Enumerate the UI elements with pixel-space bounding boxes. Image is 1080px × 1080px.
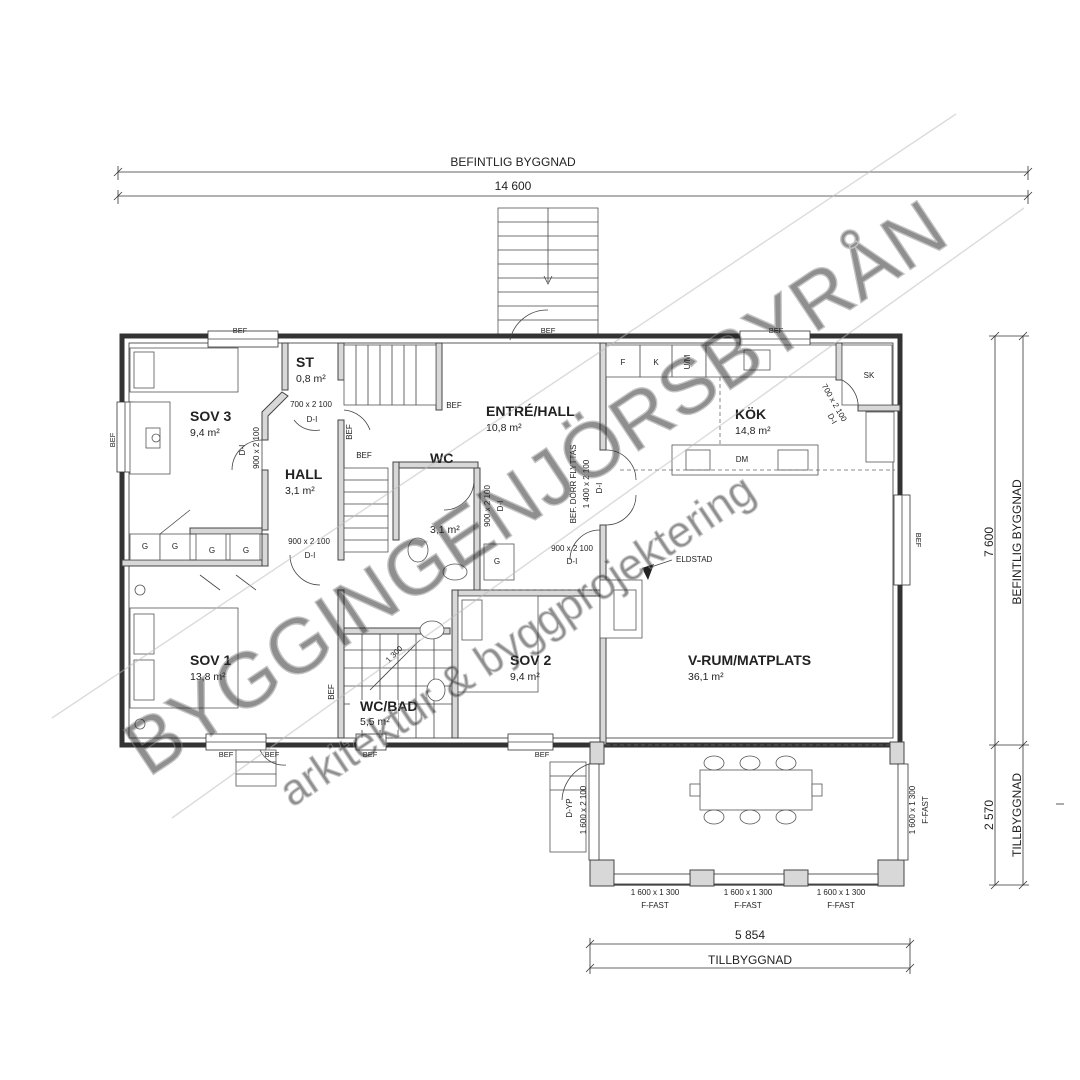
window-bef-label: BEF xyxy=(363,750,378,759)
right-existing-value: 7 600 xyxy=(982,527,996,557)
right-extension-value: 2 570 xyxy=(982,800,996,830)
room-area-wc: 3,1 m² xyxy=(430,524,460,536)
window-bef-label: BEF xyxy=(535,750,550,759)
room-area-sov1: 13,8 m² xyxy=(190,671,226,683)
room-name-sov1: SOV 1 xyxy=(190,652,231,668)
window-size: 1 600 x 1 300 xyxy=(908,785,917,834)
door-size: 900 x 2 100 xyxy=(252,427,261,469)
door-size: 1 400 x 2 100 xyxy=(582,459,591,508)
door-type: D-I xyxy=(307,415,318,424)
top-dimensions: BEFINTLIG BYGGNAD 14 600 xyxy=(113,155,1033,204)
window-type: F-FAST xyxy=(641,901,669,910)
room-name-hall: HALL xyxy=(285,466,323,482)
top-dimension-label: BEFINTLIG BYGGNAD xyxy=(450,155,576,169)
door-type: D-I xyxy=(238,445,247,456)
door-label-bef: BEF xyxy=(345,424,354,440)
wardrobe-label: G xyxy=(142,542,148,551)
window-type: F-FAST xyxy=(827,901,855,910)
room-area-hall: 3,1 m² xyxy=(285,485,315,497)
window-size: 1 600 x 1 300 xyxy=(631,888,680,897)
right-extension-label: TILLBYGGNAD xyxy=(1010,773,1024,857)
door-size: 900 x 2 100 xyxy=(288,537,330,546)
door-note: BEF. DÖRR FLYTTAS xyxy=(569,445,578,524)
top-dimension-value: 14 600 xyxy=(495,179,532,193)
window-bef-label: BEF xyxy=(233,326,248,335)
furniture: G G G G G xyxy=(129,344,895,787)
right-dimensions: 7 600 BEFINTLIG BYGGNAD 2 570 TILLBYGGNA… xyxy=(982,331,1064,890)
window-bef-label: BEF xyxy=(219,750,234,759)
entrance-ramp xyxy=(497,207,599,341)
wardrobe-label: G xyxy=(172,542,178,551)
freezer-label: K xyxy=(653,358,659,367)
room-name-vrum: V-RUM/MATPLATS xyxy=(688,652,811,668)
stair-label-bef: BEF xyxy=(356,451,372,460)
door-type: D-I xyxy=(595,483,604,494)
room-area-kok: 14,8 m² xyxy=(735,425,771,437)
wardrobe-label: G xyxy=(494,557,500,566)
wcbad-tiles xyxy=(344,634,452,738)
fireplace-label: ELDSTAD xyxy=(676,555,713,564)
window-size: 1 600 x 1 300 xyxy=(724,888,773,897)
bottom-dimension-label: TILLBYGGNAD xyxy=(708,953,792,967)
room-area-wcbad: 5,5 m² xyxy=(360,716,390,728)
door-size: 1 600 x 2 100 xyxy=(579,785,588,834)
door-type: D-YP xyxy=(565,798,574,817)
cabinet-label: SK xyxy=(864,371,875,380)
door-type: D-I xyxy=(305,551,316,560)
window-bef-label: BEF xyxy=(769,326,784,335)
stair-label-bef: BEF xyxy=(446,401,462,410)
room-name-wcbad: WC/BAD xyxy=(360,698,418,714)
fridge-label: F xyxy=(621,358,626,367)
window-type: F-FAST xyxy=(734,901,762,910)
room-area-vrum: 36,1 m² xyxy=(688,671,724,683)
room-labels: SOV 3 9,4 m² ST 0,8 m² ENTRÉ/HALL 10,8 m… xyxy=(190,354,811,728)
room-name-entre: ENTRÉ/HALL xyxy=(486,403,575,419)
room-name-kok: KÖK xyxy=(735,406,766,422)
door-type: D-I xyxy=(496,501,505,512)
door-size: 700 x 2 100 xyxy=(290,400,332,409)
existing-windows: BEF BEF BEF BEF BEF BEF BEF xyxy=(108,326,923,759)
wardrobe-label: G xyxy=(243,546,249,555)
room-area-entre: 10,8 m² xyxy=(486,422,522,434)
dishwasher-label: DM xyxy=(736,455,749,464)
room-area-sov2: 9,4 m² xyxy=(510,671,540,683)
room-area-st: 0,8 m² xyxy=(296,373,326,385)
wardrobe-label: G xyxy=(209,546,215,555)
window-type: F-FAST xyxy=(921,796,930,824)
door-type: D-I xyxy=(567,557,578,566)
window-bef-label: BEF xyxy=(914,533,923,548)
room-area-sov3: 9,4 m² xyxy=(190,427,220,439)
window-bef-label: BEF xyxy=(108,432,117,447)
door-label-bef: BEF xyxy=(265,750,280,759)
door-label-bef: BEF xyxy=(327,684,336,700)
extension: 1 600 x 1 300 F-FAST 1 600 x 1 300 F-FAS… xyxy=(549,741,930,910)
door-size: 900 x 2 100 xyxy=(483,485,492,527)
window-size: 1 600 x 1 300 xyxy=(817,888,866,897)
room-name-sov3: SOV 3 xyxy=(190,408,231,424)
bottom-dimensions: 5 854 TILLBYGGNAD xyxy=(585,928,915,974)
room-name-st: ST xyxy=(296,354,314,370)
oven-label: U/M xyxy=(683,354,692,369)
right-existing-label: BEFINTLIG BYGGNAD xyxy=(1010,479,1024,605)
door-label-bef: BEF xyxy=(541,326,556,335)
bottom-dimension-value: 5 854 xyxy=(735,928,765,942)
room-name-sov2: SOV 2 xyxy=(510,652,551,668)
